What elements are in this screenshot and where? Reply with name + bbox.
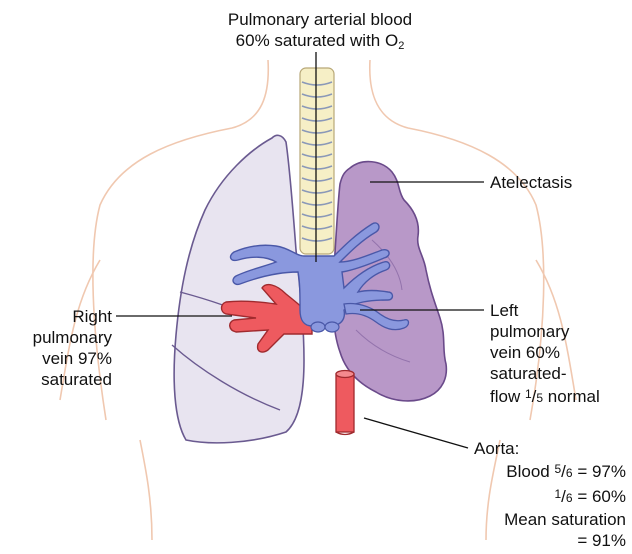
saturation-text: 60% saturated with O [236, 31, 399, 50]
flow-text: flow [490, 387, 525, 406]
right-pulmonary-vein-label: Right pulmonary vein 97% saturated [14, 306, 112, 390]
left-vein-line1: Left [490, 300, 600, 321]
aorta-label: Aorta: Blood 5/6 = 97% 1/6 = 60% Mean sa… [440, 438, 626, 551]
left-lung-atelectasis [333, 162, 446, 401]
aorta-line1: Aorta: [440, 438, 626, 459]
aorta-line3: 1/6 = 60% [440, 484, 626, 509]
pulmonary-arterial-blood-line2: 60% saturated with O2 [170, 30, 470, 51]
normal-text: normal [543, 387, 600, 406]
aorta-line5: = 91% [440, 530, 626, 551]
left-vein-line5: flow 1/5 normal [490, 384, 600, 409]
left-vein-line2: pulmonary [490, 321, 600, 342]
right-vein-line3: vein 97% [14, 348, 112, 369]
second-fraction-denominator: 6 [566, 491, 573, 505]
right-vein-line2: pulmonary [14, 327, 112, 348]
right-vein-line4: saturated [14, 369, 112, 390]
blood-60-text: = 60% [573, 487, 626, 506]
left-pulmonary-vein-label: Left pulmonary vein 60% saturated- flow … [490, 300, 600, 409]
aorta-line2: Blood 5/6 = 97% [440, 459, 626, 484]
blood-text: Blood [506, 462, 554, 481]
left-vein-line4: saturated- [490, 363, 600, 384]
right-vein-line1: Right [14, 306, 112, 327]
trachea [300, 68, 334, 254]
blood-97-text: = 97% [573, 462, 626, 481]
pulmonary-arterial-blood-label: Pulmonary arterial blood 60% saturated w… [170, 9, 470, 51]
atelectasis-label: Atelectasis [490, 172, 572, 193]
left-vein-line3: vein 60% [490, 342, 600, 363]
blood-fraction-denominator: 6 [566, 466, 573, 480]
o2-subscript: 2 [398, 40, 404, 52]
aorta-line4: Mean saturation [440, 509, 626, 530]
aorta [336, 371, 354, 435]
pulmonary-arterial-blood-line1: Pulmonary arterial blood [170, 9, 470, 30]
flow-fraction-numerator: 1 [525, 387, 532, 401]
right-lung [172, 135, 304, 442]
